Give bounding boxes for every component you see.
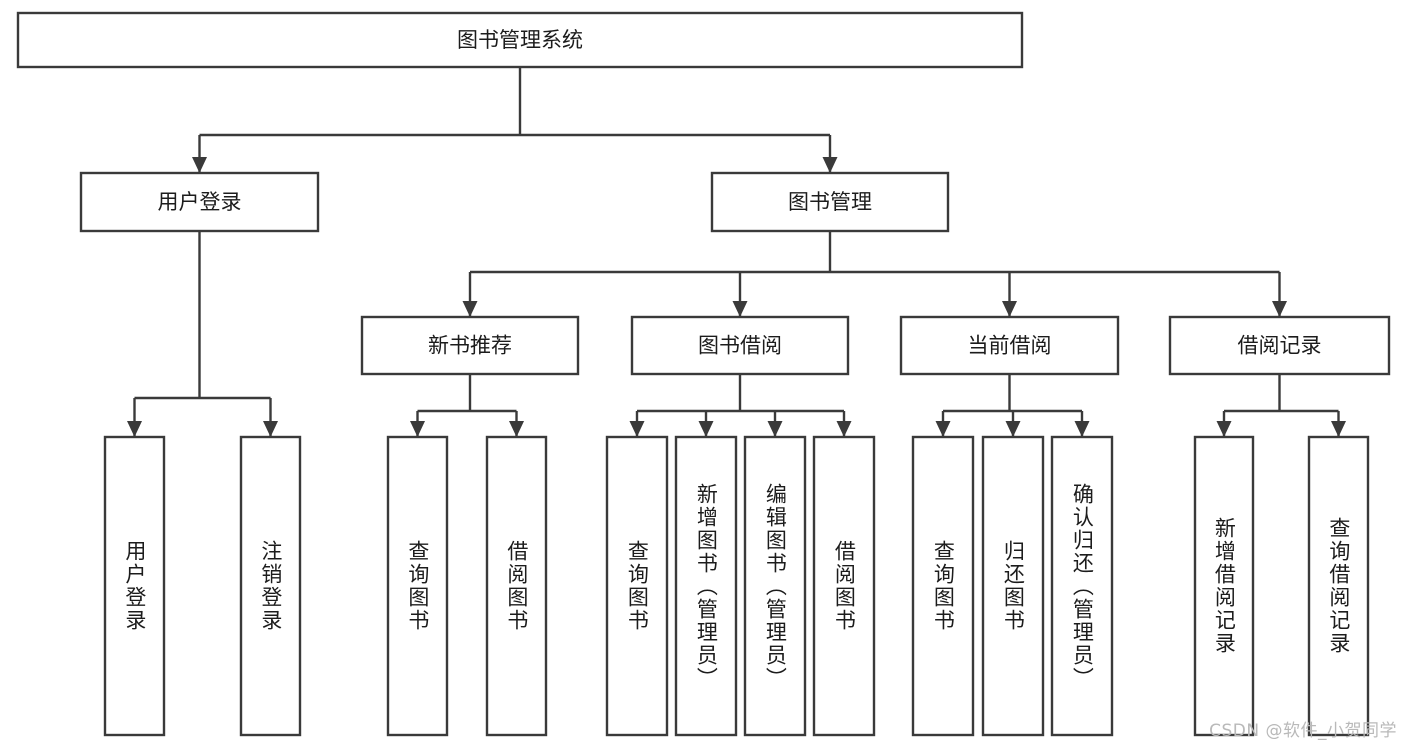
node-leaf-query-borrow-record[interactable] (1307, 435, 1370, 737)
leaf-node-box[interactable] (103, 435, 166, 737)
arrow-head-icon (1216, 421, 1232, 437)
node-label-new-book-rec: 新书推荐 (428, 334, 512, 358)
level3-node-box[interactable] (630, 315, 850, 376)
node-leaf-user-logout[interactable] (239, 435, 302, 737)
csdn-watermark: CSDN @软件_小贺同学 (1209, 721, 1397, 741)
node-borrow-record[interactable]: 借阅记录 (1168, 315, 1391, 376)
level2-node-box[interactable] (79, 171, 320, 233)
arrow-head-icon (1272, 301, 1287, 317)
node-book-borrow[interactable]: 图书借阅 (630, 315, 850, 376)
arrow-head-icon (1002, 301, 1017, 317)
leaf-node-box[interactable] (911, 435, 975, 737)
arrow-head-icon (629, 421, 645, 437)
arrow-head-icon (767, 421, 783, 437)
node-leaf-borrow-book[interactable] (812, 435, 876, 737)
node-leaf-edit-book-admin[interactable] (743, 435, 807, 737)
node-label-book-manage: 图书管理 (788, 190, 872, 214)
arrow-head-icon (192, 157, 207, 173)
level3-node-box[interactable] (1168, 315, 1391, 376)
leaf-node-box[interactable] (674, 435, 738, 737)
node-leaf-add-borrow-record[interactable] (1193, 435, 1255, 737)
node-label-book-borrow: 图书借阅 (698, 334, 782, 358)
level2-node-box[interactable] (710, 171, 950, 233)
node-leaf-borrow-book-rec[interactable] (485, 435, 548, 737)
node-root[interactable]: 图书管理系统 (16, 11, 1024, 69)
node-leaf-query-book-borrow[interactable] (605, 435, 669, 737)
arrow-head-icon (935, 421, 951, 437)
node-leaf-confirm-return-admin[interactable] (1050, 435, 1114, 737)
leaf-node-box[interactable] (981, 435, 1045, 737)
node-leaf-user-login[interactable] (103, 435, 166, 737)
leaf-node-box[interactable] (239, 435, 302, 737)
arrow-head-icon (462, 301, 478, 317)
node-label-user-login: 用户登录 (158, 190, 242, 214)
arrow-head-icon (1331, 421, 1346, 437)
leaf-node-box[interactable] (812, 435, 876, 737)
root-node-box[interactable] (16, 11, 1024, 69)
level3-node-box[interactable] (899, 315, 1120, 376)
arrow-head-icon (1005, 421, 1021, 437)
leaf-node-box[interactable] (1193, 435, 1255, 737)
node-label-current-borrow: 当前借阅 (968, 334, 1052, 358)
arrow-head-icon (263, 421, 278, 437)
node-label-root: 图书管理系统 (457, 28, 583, 52)
node-leaf-query-book-rec[interactable] (386, 435, 449, 737)
leaf-node-box[interactable] (605, 435, 669, 737)
arrow-head-icon (127, 421, 142, 437)
arrow-head-icon (698, 421, 714, 437)
node-leaf-query-book-current[interactable] (911, 435, 975, 737)
node-label-borrow-record: 借阅记录 (1238, 334, 1322, 358)
arrow-head-icon (732, 301, 748, 317)
arrow-head-icon (509, 421, 524, 437)
arrow-head-icon (410, 421, 425, 437)
arrow-head-icon (836, 421, 852, 437)
level3-node-box[interactable] (360, 315, 580, 376)
node-book-manage[interactable]: 图书管理 (710, 171, 950, 233)
node-new-book-rec[interactable]: 新书推荐 (360, 315, 580, 376)
node-user-login[interactable]: 用户登录 (79, 171, 320, 233)
arrow-head-icon (822, 157, 838, 173)
leaf-node-box[interactable] (743, 435, 807, 737)
leaf-node-box[interactable] (1307, 435, 1370, 737)
node-leaf-return-book[interactable] (981, 435, 1045, 737)
leaf-node-box[interactable] (386, 435, 449, 737)
arrow-head-icon (1074, 421, 1090, 437)
node-current-borrow[interactable]: 当前借阅 (899, 315, 1120, 376)
node-leaf-add-book-admin[interactable] (674, 435, 738, 737)
leaf-node-box[interactable] (485, 435, 548, 737)
leaf-node-box[interactable] (1050, 435, 1114, 737)
connector-edges (127, 67, 1346, 437)
